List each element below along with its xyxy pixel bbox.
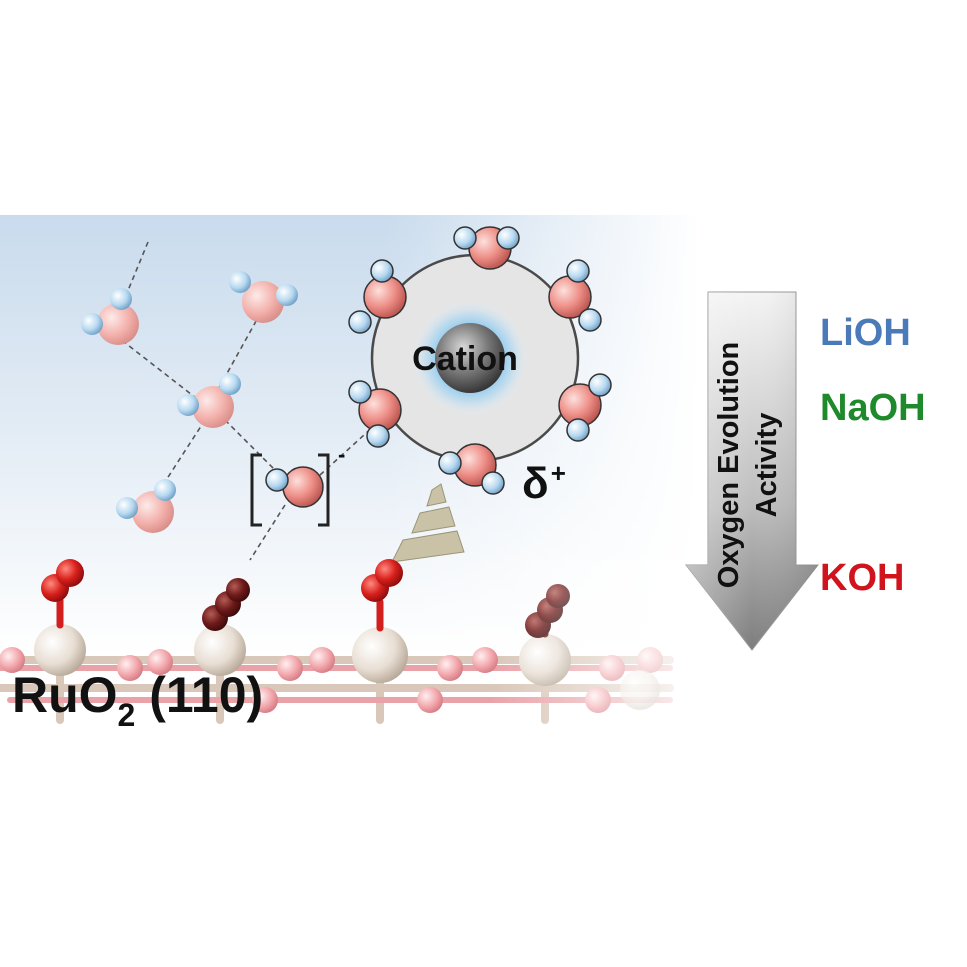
hydrogen-atom: [177, 394, 199, 416]
hydrogen-atom: [219, 373, 241, 395]
hydrogen-atom: [438, 451, 462, 475]
electrolyte-koh: KOH: [820, 557, 904, 599]
surface-fade: [0, 560, 700, 730]
water-molecule: [177, 373, 241, 428]
interaction-cone: [391, 483, 465, 563]
water-molecule: [548, 259, 602, 332]
water-molecule: [116, 479, 176, 533]
hydrogen-atom: [81, 313, 103, 335]
left-bracket: [250, 453, 262, 527]
cone-segment: [426, 483, 447, 507]
surface-label-rest: (110): [135, 667, 263, 723]
oxygen-atom: [282, 466, 324, 508]
delta-symbol: δ: [522, 459, 549, 508]
hydrogen-atom: [110, 288, 132, 310]
hydrogen-atom: [116, 497, 138, 519]
ruo2-surface: [0, 559, 700, 730]
arrow-label-line1: Oxygen Evolution: [713, 342, 745, 589]
hbond-line: [114, 334, 206, 406]
hydrogen-atom: [566, 418, 590, 442]
water-molecule: [81, 288, 139, 345]
arrow-shade: [686, 292, 818, 650]
arrow-label-line2: Activity: [751, 413, 783, 518]
water-molecules: [81, 226, 612, 533]
water-molecule: [453, 226, 520, 270]
hydrogen-atom: [481, 471, 505, 495]
hydrogen-atom: [578, 308, 602, 332]
plus-sign: +: [551, 458, 566, 488]
oxygen-atom: [242, 281, 284, 323]
hydroxide-brackets: [250, 453, 330, 527]
hydrogen-atom: [348, 380, 372, 404]
water-molecule-polarized: [438, 443, 505, 495]
oxygen-atom: [192, 386, 234, 428]
hydrogen-atom: [276, 284, 298, 306]
electrolyte-naoh: NaOH: [820, 387, 926, 429]
hydrogen-atom: [154, 479, 176, 501]
anion-charge: -: [338, 442, 345, 467]
hydrogen-atom: [496, 226, 520, 250]
cone-segment: [411, 506, 456, 534]
hydrogen-atom: [366, 424, 390, 448]
hbond-line: [249, 504, 286, 561]
hydrogen-atom: [588, 373, 612, 397]
hydrogen-atom: [566, 259, 590, 283]
oxygen-atom: [97, 303, 139, 345]
hydrogen-atom: [348, 310, 372, 334]
hydrogen-atom: [453, 226, 477, 250]
hydrogen-atom: [229, 271, 251, 293]
cation-label: Cation: [412, 340, 518, 378]
water-molecule: [229, 271, 298, 323]
surface-label: RuO2 (110): [12, 667, 263, 733]
surface-label-main: RuO: [12, 667, 118, 723]
cation-sphere: [435, 323, 505, 393]
activity-arrow: Oxygen Evolution Activity: [684, 291, 820, 651]
delta-plus-label: δ+: [522, 458, 566, 508]
hydroxide-ion: [265, 466, 324, 508]
cone-segment: [391, 530, 465, 563]
hydrogen-atom: [370, 259, 394, 283]
surface-label-sub: 2: [118, 697, 136, 733]
electrolyte-lioh: LiOH: [820, 312, 911, 354]
hbond-line: [119, 241, 149, 311]
water-molecule: [348, 259, 407, 334]
hydrogen-atom: [265, 468, 289, 492]
right-bracket: [318, 453, 330, 527]
oxygen-atom: [132, 491, 174, 533]
water-molecule: [348, 380, 402, 448]
water-molecule: [558, 373, 612, 442]
